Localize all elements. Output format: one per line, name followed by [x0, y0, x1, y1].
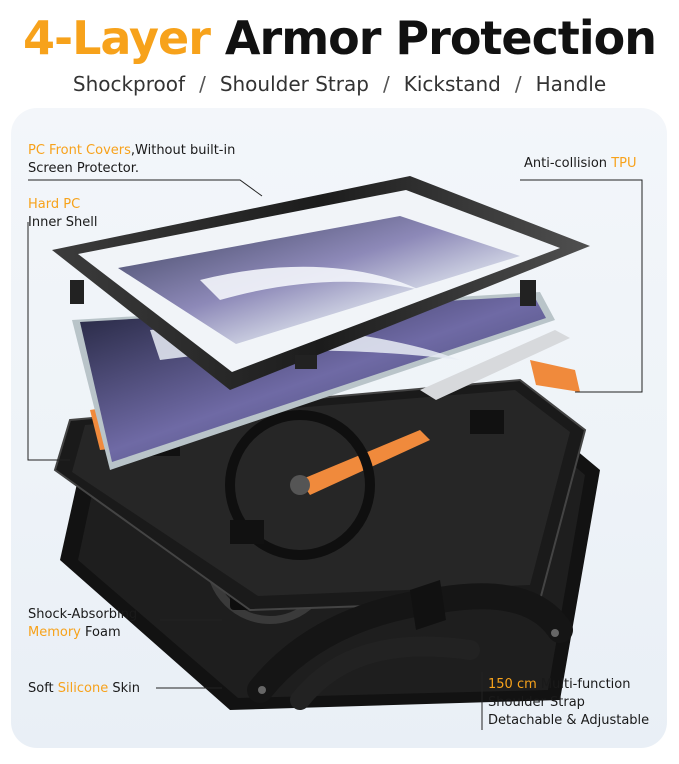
callout-front-cover-highlight: PC Front Covers	[28, 143, 131, 158]
shoulder-strap-image	[247, 580, 573, 710]
callout-front-cover: PC Front Covers,Without built-in Screen …	[28, 142, 235, 178]
feature-list: Shockproof / Shoulder Strap / Kickstand / Hand…	[0, 70, 679, 98]
callout-inner-shell: Hard PC Inner Shell	[28, 196, 98, 232]
feature-kickstand: Kickstand	[403, 72, 501, 96]
callout-foam-line1: Shock-Absorbing	[28, 607, 138, 622]
separator: /	[514, 72, 522, 96]
feature-handle: Handle	[535, 72, 607, 96]
callout-strap: 150 cm Multi-function Shoulder Strap Det…	[488, 676, 649, 730]
callout-strap-line2: Shoulder Strap	[488, 695, 585, 710]
separator: /	[199, 72, 206, 96]
headline-rest: Armor Protection	[224, 11, 657, 65]
separator: /	[382, 72, 390, 96]
callout-front-cover-text: ,Without built-in	[130, 143, 236, 158]
callout-foam-text: Foam	[80, 625, 121, 640]
callout-strap-highlight: 150 cm	[488, 677, 537, 692]
callout-front-cover-line2: Screen Protector.	[28, 161, 140, 176]
callout-tpu-text: Anti-collision	[524, 156, 612, 171]
callout-tpu-highlight: TPU	[611, 156, 637, 171]
callout-foam: Shock-Absorbing Memory Foam	[28, 606, 137, 642]
feature-shoulder-strap: Shoulder Strap	[219, 72, 369, 96]
feature-shockproof: Shockproof	[72, 72, 186, 96]
callout-silicone: Soft Silicone Skin	[28, 680, 140, 698]
headline: 4-Layer Armor Protection	[0, 8, 679, 68]
callout-strap-text: Multi-function	[536, 677, 631, 692]
callout-silicone-highlight: Silicone	[57, 681, 109, 696]
front-frame-image	[52, 176, 590, 390]
callout-tpu: Anti-collision TPU	[524, 155, 636, 173]
callout-inner-shell-highlight: Hard PC	[28, 197, 81, 212]
callout-silicone-text: Skin	[108, 681, 140, 696]
callout-inner-shell-line2: Inner Shell	[28, 215, 98, 230]
callout-strap-line3: Detachable & Adjustable	[488, 713, 650, 728]
callout-silicone-pre: Soft	[28, 681, 58, 696]
callout-foam-highlight: Memory	[28, 625, 81, 640]
callout-lines	[27, 179, 643, 730]
headline-accent: 4-Layer	[22, 11, 211, 65]
